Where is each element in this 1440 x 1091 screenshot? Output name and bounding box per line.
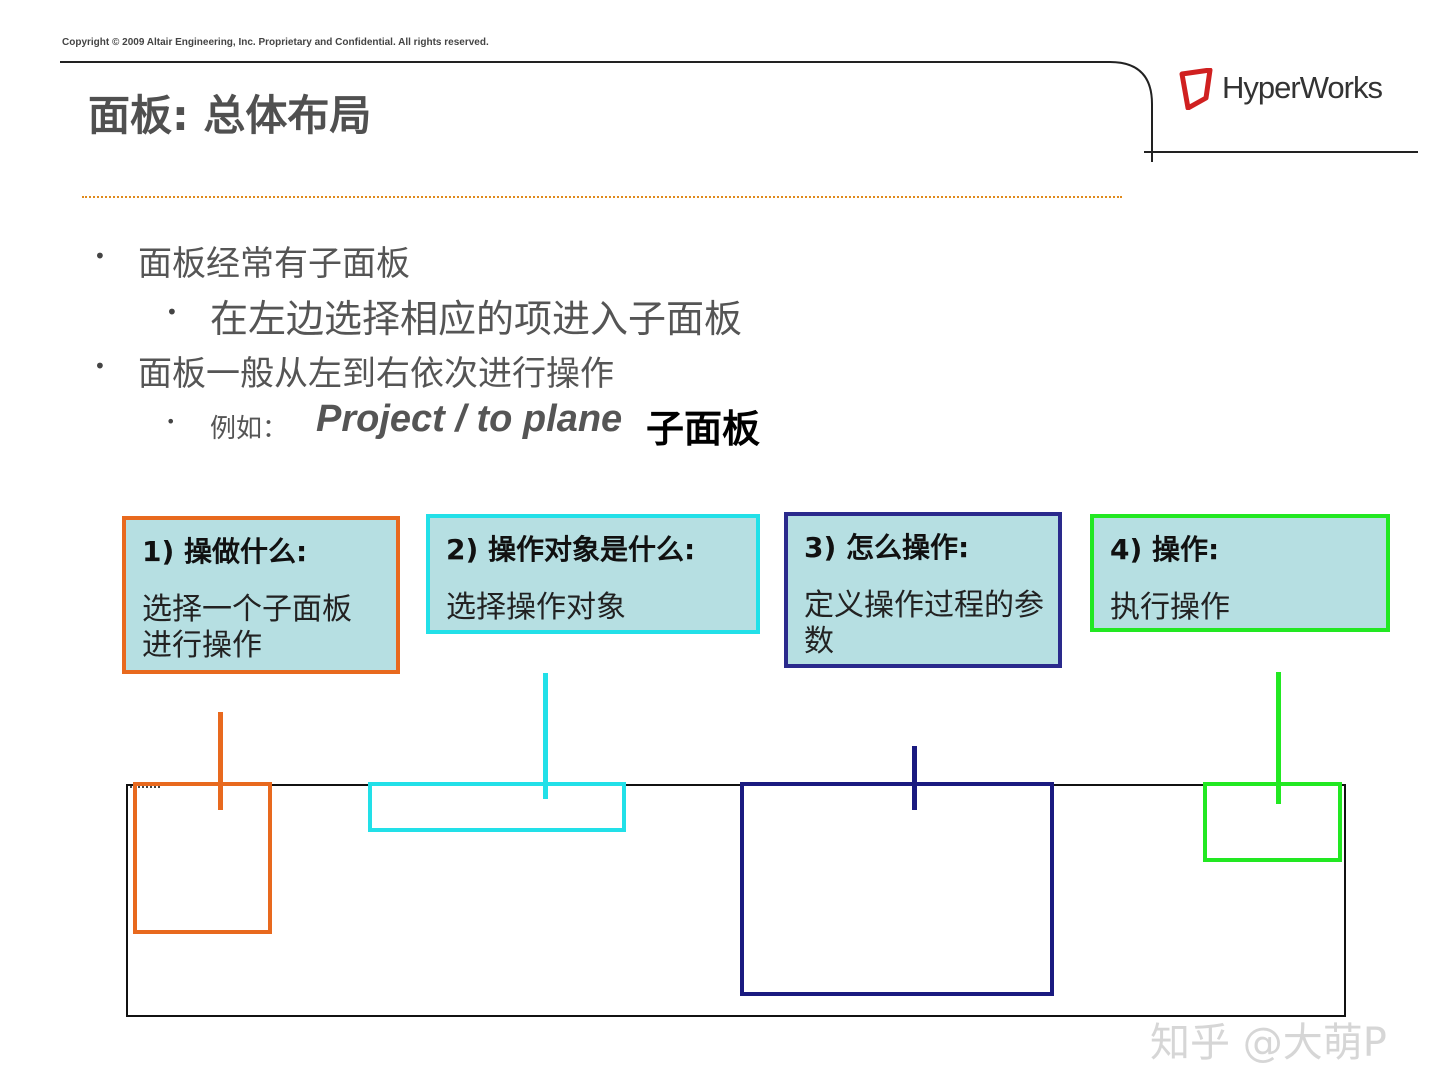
page-title: 面板: 总体布局 <box>88 91 372 140</box>
parameters-region <box>740 782 1054 996</box>
panel-marker <box>130 786 160 790</box>
watermark: 知乎 @大萌P <box>1150 1020 1387 1066</box>
callout-execute: 4) 操作: 执行操作 <box>1090 514 1390 632</box>
connector-orange <box>218 712 223 810</box>
callout-how: 3) 怎么操作: 定义操作过程的参数 <box>784 512 1062 668</box>
connector-green <box>1276 672 1281 804</box>
hyperworks-logo-icon <box>1179 68 1213 110</box>
logo-text: HyperWorks <box>1222 70 1383 105</box>
panel-area-frame <box>126 784 1346 1017</box>
header-rule <box>60 61 1418 162</box>
title-divider <box>82 196 1122 198</box>
sub-bullet-example: • 例如： Project / to plane 子面板 <box>166 398 761 451</box>
callout-what: 1) 操做什么: 选择一个子面板进行操作 <box>122 516 400 674</box>
subpanel-selector-region <box>133 782 272 934</box>
execute-region <box>1203 782 1342 862</box>
connector-navy <box>912 746 917 810</box>
object-selector-region <box>368 782 626 832</box>
copyright-notice: Copyright © 2009 Altair Engineering, Inc… <box>62 37 489 48</box>
callout-object: 2) 操作对象是什么: 选择操作对象 <box>426 514 760 634</box>
connector-cyan <box>543 673 548 799</box>
